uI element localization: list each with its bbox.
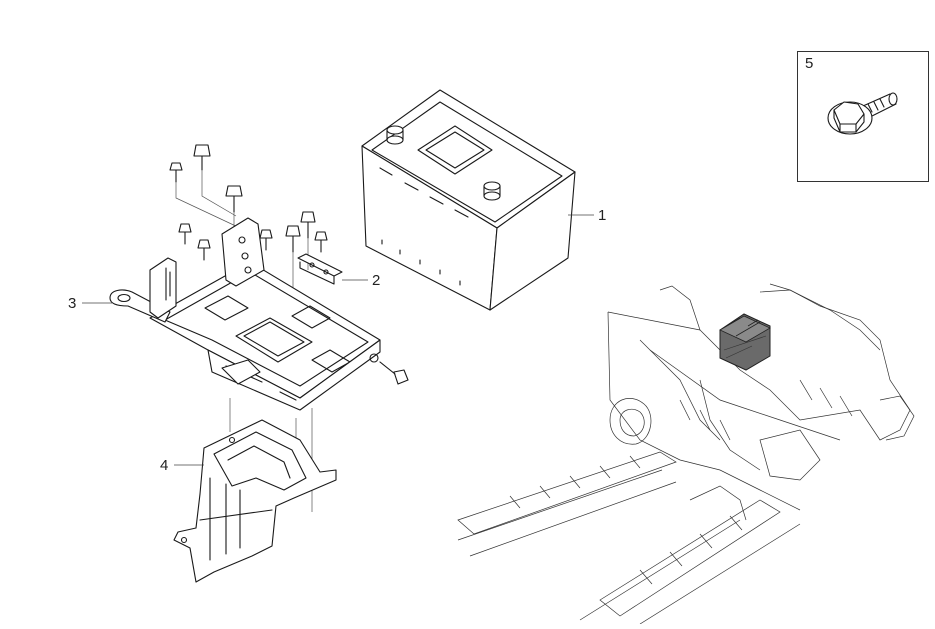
battery[interactable] <box>361 89 576 311</box>
bolt-icon <box>379 361 409 385</box>
bolt-icon <box>225 185 243 213</box>
bolt-icon <box>259 229 273 251</box>
bolts-group <box>169 144 328 300</box>
bolt-icon <box>300 211 316 239</box>
battery-terminal-positive <box>386 125 404 145</box>
battery-location-highlight <box>719 313 771 371</box>
bolt-icon <box>197 239 211 261</box>
callout-4: 4 <box>160 457 168 474</box>
bolt-icon <box>285 225 301 253</box>
bolt-icon <box>314 231 328 253</box>
bolt-icon <box>169 162 183 183</box>
detail-box-part-5: 5 <box>797 51 929 182</box>
battery-terminal-negative <box>483 181 501 201</box>
battery-tray[interactable] <box>109 217 409 411</box>
callout-2: 2 <box>372 272 380 289</box>
bolt-icon <box>193 144 211 171</box>
bolt-icon <box>178 223 192 245</box>
battery-clamp[interactable] <box>297 253 343 285</box>
vehicle-body-frame <box>457 283 915 625</box>
callout-1: 1 <box>598 207 606 224</box>
flange-bolt-icon <box>827 92 898 135</box>
tray-support-bracket[interactable] <box>173 398 337 583</box>
callout-5: 5 <box>805 55 814 72</box>
callout-3: 3 <box>68 295 76 312</box>
